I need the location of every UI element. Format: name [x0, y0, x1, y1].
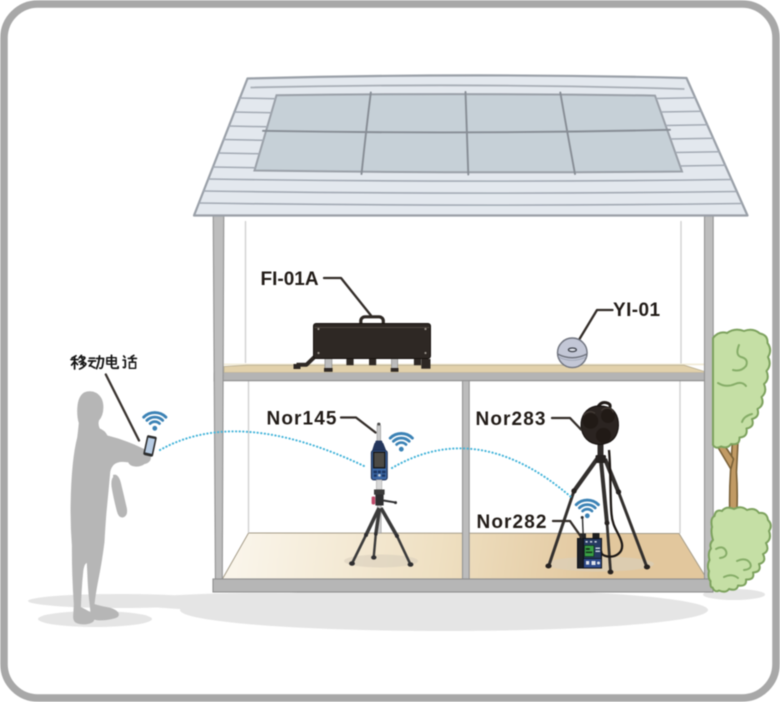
- svg-text:FI-01A: FI-01A: [261, 269, 319, 290]
- svg-text:YI-01: YI-01: [613, 300, 660, 321]
- svg-text:Nor283: Nor283: [476, 409, 547, 430]
- svg-text:Nor282: Nor282: [477, 512, 548, 533]
- svg-text:Nor145: Nor145: [267, 409, 338, 430]
